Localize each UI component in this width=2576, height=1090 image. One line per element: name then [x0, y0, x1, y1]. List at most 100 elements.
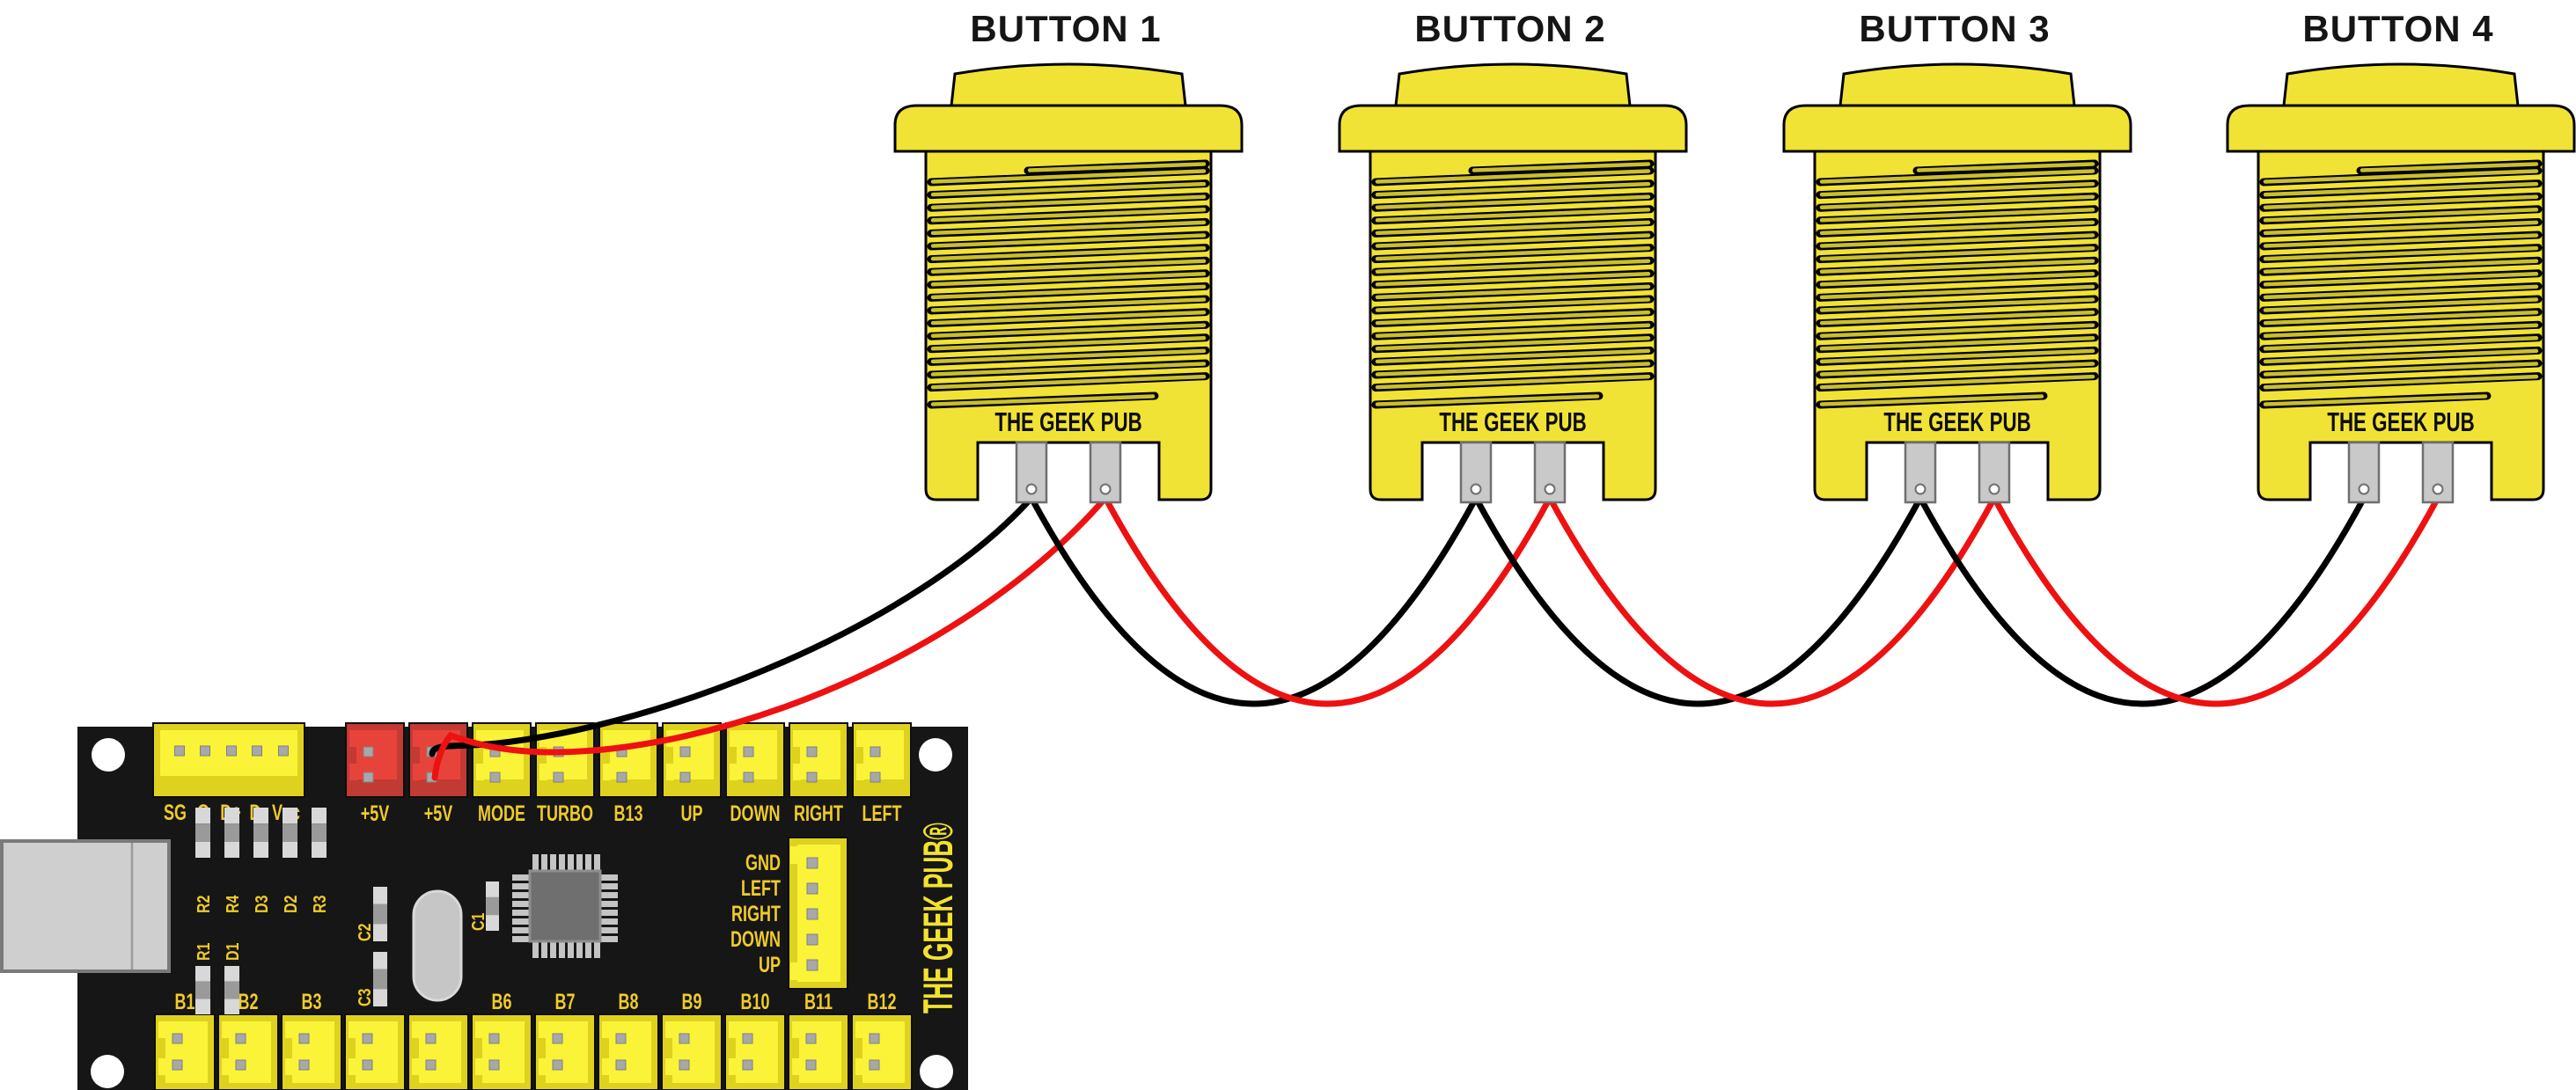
- power-wire: [431, 494, 1109, 781]
- button-brand-label: THE GEEK PUB: [1439, 406, 1586, 436]
- button-flange: [1338, 104, 1688, 153]
- chip-pin: [600, 892, 618, 898]
- chip-pin: [600, 901, 618, 907]
- component-label: C3: [355, 989, 374, 1006]
- connector-pin: [172, 1059, 183, 1071]
- top-connector: [725, 722, 785, 798]
- connector-pin: [362, 1059, 373, 1071]
- connector-inner: [165, 1021, 208, 1083]
- connector-pin: [552, 1033, 563, 1044]
- smd-body: [253, 823, 268, 842]
- thread-ridge-fill: [1375, 348, 1651, 364]
- connector-inner: [419, 1021, 461, 1083]
- connector-pin: [806, 857, 818, 869]
- button-flange: [1782, 104, 2132, 153]
- connector-notch-tab: [792, 1021, 800, 1038]
- joystick-connector-label: GND: [745, 850, 781, 875]
- top-connector-label: RIGHT: [794, 801, 844, 826]
- button-plunger: [2282, 62, 2520, 107]
- smd-end: [283, 808, 297, 824]
- connector-inner: [356, 1021, 398, 1083]
- thread-ridge-fill: [930, 233, 1207, 248]
- chip-pin: [541, 854, 547, 872]
- button-plunger: [950, 62, 1187, 107]
- thread-ridge-fill: [1819, 233, 2095, 248]
- component-label: D1: [223, 943, 242, 961]
- component-label: C2: [355, 924, 374, 941]
- terminal-hole: [1025, 483, 1038, 495]
- thread-ridge-fill: [1375, 394, 1600, 406]
- connector-pin: [616, 772, 627, 783]
- connector-inner: [737, 730, 777, 779]
- connector-notch-tab: [730, 730, 738, 747]
- connector-notch-tab: [666, 764, 674, 780]
- thread-ridge-fill: [930, 169, 1207, 184]
- thread-ridge-fill: [2263, 272, 2539, 287]
- button-connector-label: B9: [682, 989, 702, 1014]
- power-wire: [1991, 494, 2441, 707]
- component-label: R3: [310, 896, 329, 913]
- button-plunger: [1394, 62, 1632, 107]
- connector-pin: [615, 1033, 627, 1044]
- terminal-hole: [1099, 483, 1112, 495]
- thread-ridge-fill: [1819, 323, 2095, 338]
- resistor: [224, 966, 239, 1014]
- chip-pin: [600, 883, 618, 889]
- connector-pin: [679, 746, 691, 757]
- top-connector-label: TURBO: [537, 801, 593, 826]
- capacitor: [373, 952, 387, 1006]
- thread-ridge-fill: [1375, 181, 1651, 197]
- button-flange: [2226, 104, 2576, 153]
- connector-pin: [488, 1059, 500, 1071]
- thread-ridge-fill: [930, 194, 1207, 209]
- thread-ridge-fill: [1819, 297, 2095, 312]
- thread-ridge-fill: [1819, 220, 2095, 236]
- smd-end: [224, 966, 239, 982]
- connector-pin: [363, 772, 374, 783]
- connector-notch-tab: [793, 764, 801, 780]
- thread-ridge-fill: [930, 374, 1207, 390]
- connector-notch-tab: [603, 764, 611, 780]
- crystal-oscillator: [412, 889, 463, 1002]
- microcontroller-chip: [512, 854, 618, 958]
- chip-pin: [576, 940, 583, 958]
- thread-ridge-fill: [2263, 208, 2539, 223]
- power-connector: [345, 722, 405, 798]
- connector-notch-tab: [856, 730, 864, 747]
- connector-inner: [797, 845, 840, 982]
- thread-ridge-fill: [1471, 162, 1651, 172]
- connector-notch-tab: [856, 764, 864, 780]
- connector-pin: [200, 745, 210, 757]
- joystick-connector-label: LEFT: [741, 875, 782, 901]
- connector-notch-tab: [349, 730, 357, 747]
- connector-pin: [425, 1033, 437, 1044]
- chip-pin: [600, 874, 618, 881]
- thread-ridge-fill: [2263, 259, 2539, 274]
- thread-ridge-fill: [1819, 194, 2095, 209]
- connector-pin: [298, 1059, 310, 1071]
- chip-pin: [559, 854, 565, 872]
- connector-notch-tab: [603, 730, 611, 747]
- ground-terminal: [1904, 441, 1937, 504]
- thread-ridge-fill: [930, 323, 1207, 338]
- smd-end: [373, 924, 387, 941]
- ground-terminal: [1015, 441, 1048, 504]
- button-connector: [851, 1013, 913, 1090]
- connector-notch-tab: [476, 764, 484, 780]
- connector-inner: [229, 1021, 271, 1083]
- top-connector-label: B13: [613, 801, 642, 826]
- thread-ridge-fill: [1375, 336, 1651, 351]
- smd-body: [195, 823, 210, 842]
- chip-pin: [600, 927, 618, 933]
- top-connector-label: LEFT: [862, 801, 903, 826]
- chip-pin: [512, 936, 530, 942]
- thread-ridge-fill: [930, 181, 1207, 197]
- connector-pin: [235, 1059, 246, 1071]
- thread-ridge-fill: [2263, 310, 2539, 326]
- chip-pin: [512, 892, 530, 898]
- component-label: R4: [223, 896, 242, 913]
- chip-pin: [585, 854, 591, 872]
- button-name-label: BUTTON 4: [2302, 8, 2493, 49]
